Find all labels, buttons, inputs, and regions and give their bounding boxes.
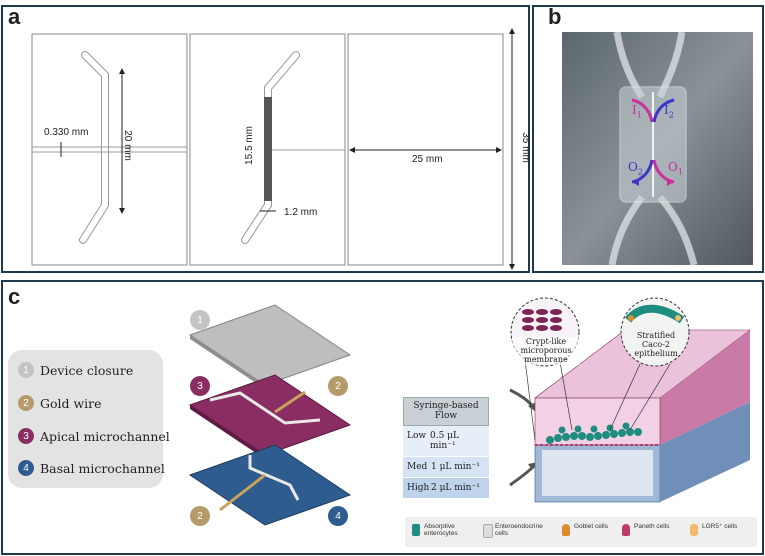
dim-15-5: 15.5 mm: [243, 126, 255, 165]
paneth-cell-icon: [622, 524, 630, 536]
device-photo: [562, 32, 753, 265]
stack-badge-3: 3: [190, 376, 210, 396]
badge-3: 3: [18, 428, 34, 444]
dim-25: 25 mm: [412, 154, 443, 165]
exploded-device-stack: [188, 304, 352, 526]
basal-layer: [188, 444, 352, 526]
enteroendocrine-icon: [483, 524, 493, 538]
stack-badge-4: 4: [328, 506, 348, 526]
badge-2: 2: [18, 395, 34, 411]
panel-c: [1, 280, 764, 555]
stack-badge-2-bottom: 2: [190, 506, 210, 526]
inlet-label-1: I1: [632, 103, 642, 120]
cell-legend-lgr5: LGR5⁺ cells: [702, 523, 738, 530]
panel-c-label: c: [8, 284, 21, 309]
goblet-cell-icon: [562, 524, 570, 536]
absorptive-enterocyte-icon: [412, 524, 420, 536]
dim-35: 35 mm: [519, 132, 531, 163]
badge-4: 4: [18, 460, 34, 476]
dim-1-2: 1.2 mm: [284, 207, 318, 218]
outlet-label-1: O1: [668, 160, 683, 177]
outlet-label-2: O2: [628, 160, 643, 177]
apical-layer: [188, 374, 352, 456]
epithelium-cells: [546, 422, 642, 444]
cell-legend: [405, 517, 757, 547]
closure-layer: [188, 304, 352, 386]
inlet-label-2: I2: [664, 103, 674, 120]
stack-badge-1: 1: [190, 310, 210, 330]
panel-a: [1, 5, 530, 273]
panel-a-label: a: [8, 4, 21, 29]
gold-wire-pattern: [264, 97, 272, 201]
component-legend: [8, 350, 163, 488]
cell-legend-goblet: Goblet cells: [574, 523, 608, 530]
dim-20: 20 mm: [121, 130, 133, 161]
dim-330: 0.330 mm: [44, 127, 89, 138]
lgr5-cell-icon: [690, 524, 698, 536]
stack-badge-2-top: 2: [328, 376, 348, 396]
panel-b-label: b: [548, 4, 562, 29]
cell-legend-paneth: Paneth cells: [634, 523, 670, 530]
layer-outline-1: [31, 33, 188, 266]
panel-b: [532, 5, 764, 273]
badge-1: 1: [18, 362, 34, 378]
panel-a-drawing: [31, 28, 515, 270]
channel-3d-illustration: [509, 297, 751, 503]
